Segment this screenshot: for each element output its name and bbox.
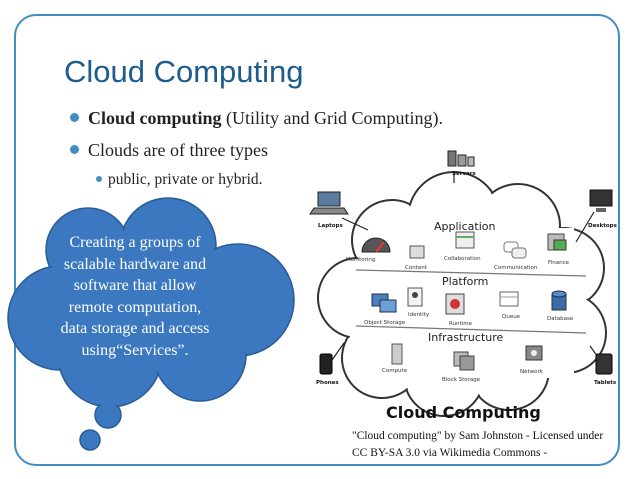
app-label-communication: Communication <box>494 265 538 271</box>
device-label-phones: Phones <box>316 380 339 386</box>
collaboration-icon <box>455 231 475 249</box>
callout-cloud-shape <box>7 197 295 451</box>
bullet-text: (Utility and Grid Computing). <box>221 108 444 128</box>
phones-icon <box>319 353 333 375</box>
servers-icon <box>447 150 475 167</box>
bullet-cloud-types: Clouds are of three types <box>70 140 268 161</box>
desktops-icon <box>589 189 613 212</box>
bullet-bold-term: Cloud computing <box>88 108 222 128</box>
platform-label-database: Database <box>547 316 574 322</box>
platform-label-identity: Identity <box>408 312 430 318</box>
cloud-computing-diagram: Application Platform Infrastructure Moni… <box>309 150 618 422</box>
monitoring-icon <box>361 237 391 253</box>
section-label-platform: Platform <box>442 275 488 288</box>
app-label-collaboration: Collaboration <box>444 256 481 262</box>
object-storage-icon <box>371 293 397 313</box>
slide-title: Cloud Computing <box>64 54 304 89</box>
callout-line: software that allow <box>73 277 197 294</box>
content-icon <box>409 245 425 259</box>
queue-icon <box>499 291 519 307</box>
callout-text: Creating a groups of scalable hardware a… <box>34 232 236 361</box>
slide-frame <box>14 14 620 466</box>
device-label-servers: Servers <box>452 171 476 177</box>
network-icon <box>525 345 543 361</box>
bullet-dot <box>96 176 102 182</box>
diagram-caption: Cloud Computing <box>386 403 541 422</box>
divider-line <box>355 269 587 277</box>
bullet-dot <box>70 113 79 122</box>
callout-line: using“Services”. <box>81 341 189 359</box>
callout-line: scalable hardware and <box>63 255 207 273</box>
bullet-text: Clouds are of three types <box>88 140 268 160</box>
sub-bullet-types: public, private or hybrid. <box>96 171 263 189</box>
infra-label-block-storage: Block Storage <box>442 377 481 383</box>
bullet-cloud-computing: Cloud computing (Utility and Grid Comput… <box>70 108 443 129</box>
device-label-desktops: Desktops <box>588 223 618 229</box>
infra-label-network: Network <box>520 369 544 375</box>
device-label-laptops: Laptops <box>318 223 343 229</box>
tablets-icon <box>595 353 613 375</box>
bullet-dot <box>70 145 79 154</box>
communication-icon <box>503 241 527 259</box>
callout-line: remote computation, <box>68 298 202 316</box>
block-storage-icon <box>453 351 475 371</box>
callout-line: Creating a groups of <box>69 234 201 251</box>
platform-label-queue: Queue <box>502 314 521 320</box>
infra-label-compute: Compute <box>382 368 408 374</box>
device-label-tablets: Tablets <box>594 380 617 386</box>
runtime-icon <box>445 293 465 315</box>
platform-label-object-storage: Object Storage <box>364 320 406 326</box>
app-label-monitoring: Monitoring <box>346 257 375 263</box>
laptops-icon <box>309 191 349 215</box>
image-credit: "Cloud computing" by Sam Johnston - Lice… <box>352 428 632 462</box>
app-label-content: Content <box>405 265 428 271</box>
divider-line <box>355 325 587 334</box>
identity-icon <box>407 287 423 307</box>
compute-icon <box>391 343 403 365</box>
platform-label-runtime: Runtime <box>449 321 473 327</box>
callout-line: data storage and access <box>60 320 210 337</box>
database-icon <box>551 290 567 311</box>
section-label-application: Application <box>434 220 495 233</box>
section-label-infrastructure: Infrastructure <box>428 331 504 344</box>
finance-icon <box>547 233 567 251</box>
sub-bullet-text: public, private or hybrid. <box>108 171 263 188</box>
credit-line: "Cloud computing" by Sam Johnston - Lice… <box>352 430 604 442</box>
credit-line: CC BY-SA 3.0 via Wikimedia Commons - <box>352 447 548 459</box>
app-label-finance: Finance <box>548 260 570 266</box>
